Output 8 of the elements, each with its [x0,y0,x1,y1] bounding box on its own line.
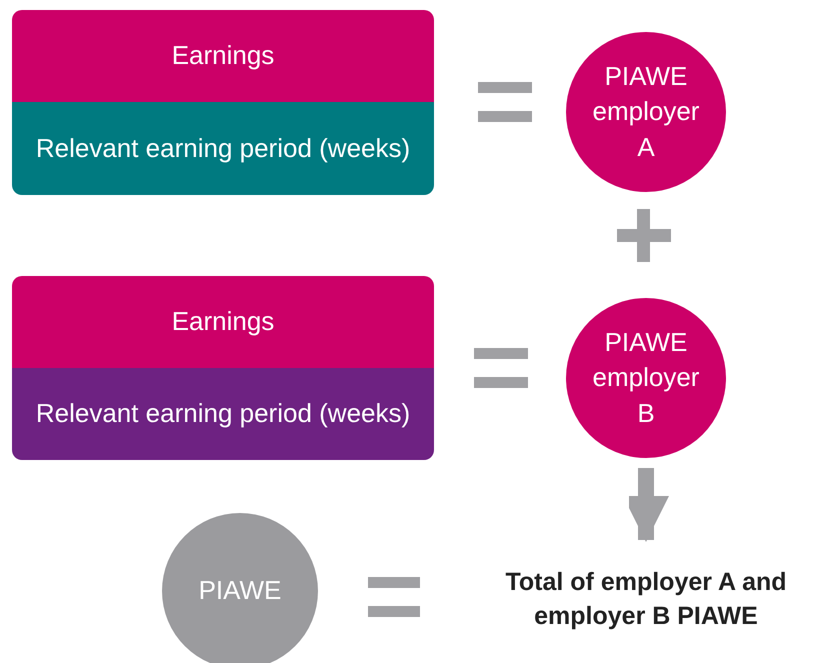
total-circle: PIAWE [162,513,318,663]
result-text: Total of employer A and employer B PIAWE [472,562,820,638]
formula-denominator-box: Relevant earning period (weeks) [12,368,434,460]
formula-numerator-box: Earnings [12,276,434,368]
formula-denominator-box: Relevant earning period (weeks) [12,102,434,195]
formula-numerator-box: Earnings [12,10,434,102]
result-circle: PIAWE employer B [566,298,726,458]
result-circle: PIAWE employer A [566,32,726,192]
